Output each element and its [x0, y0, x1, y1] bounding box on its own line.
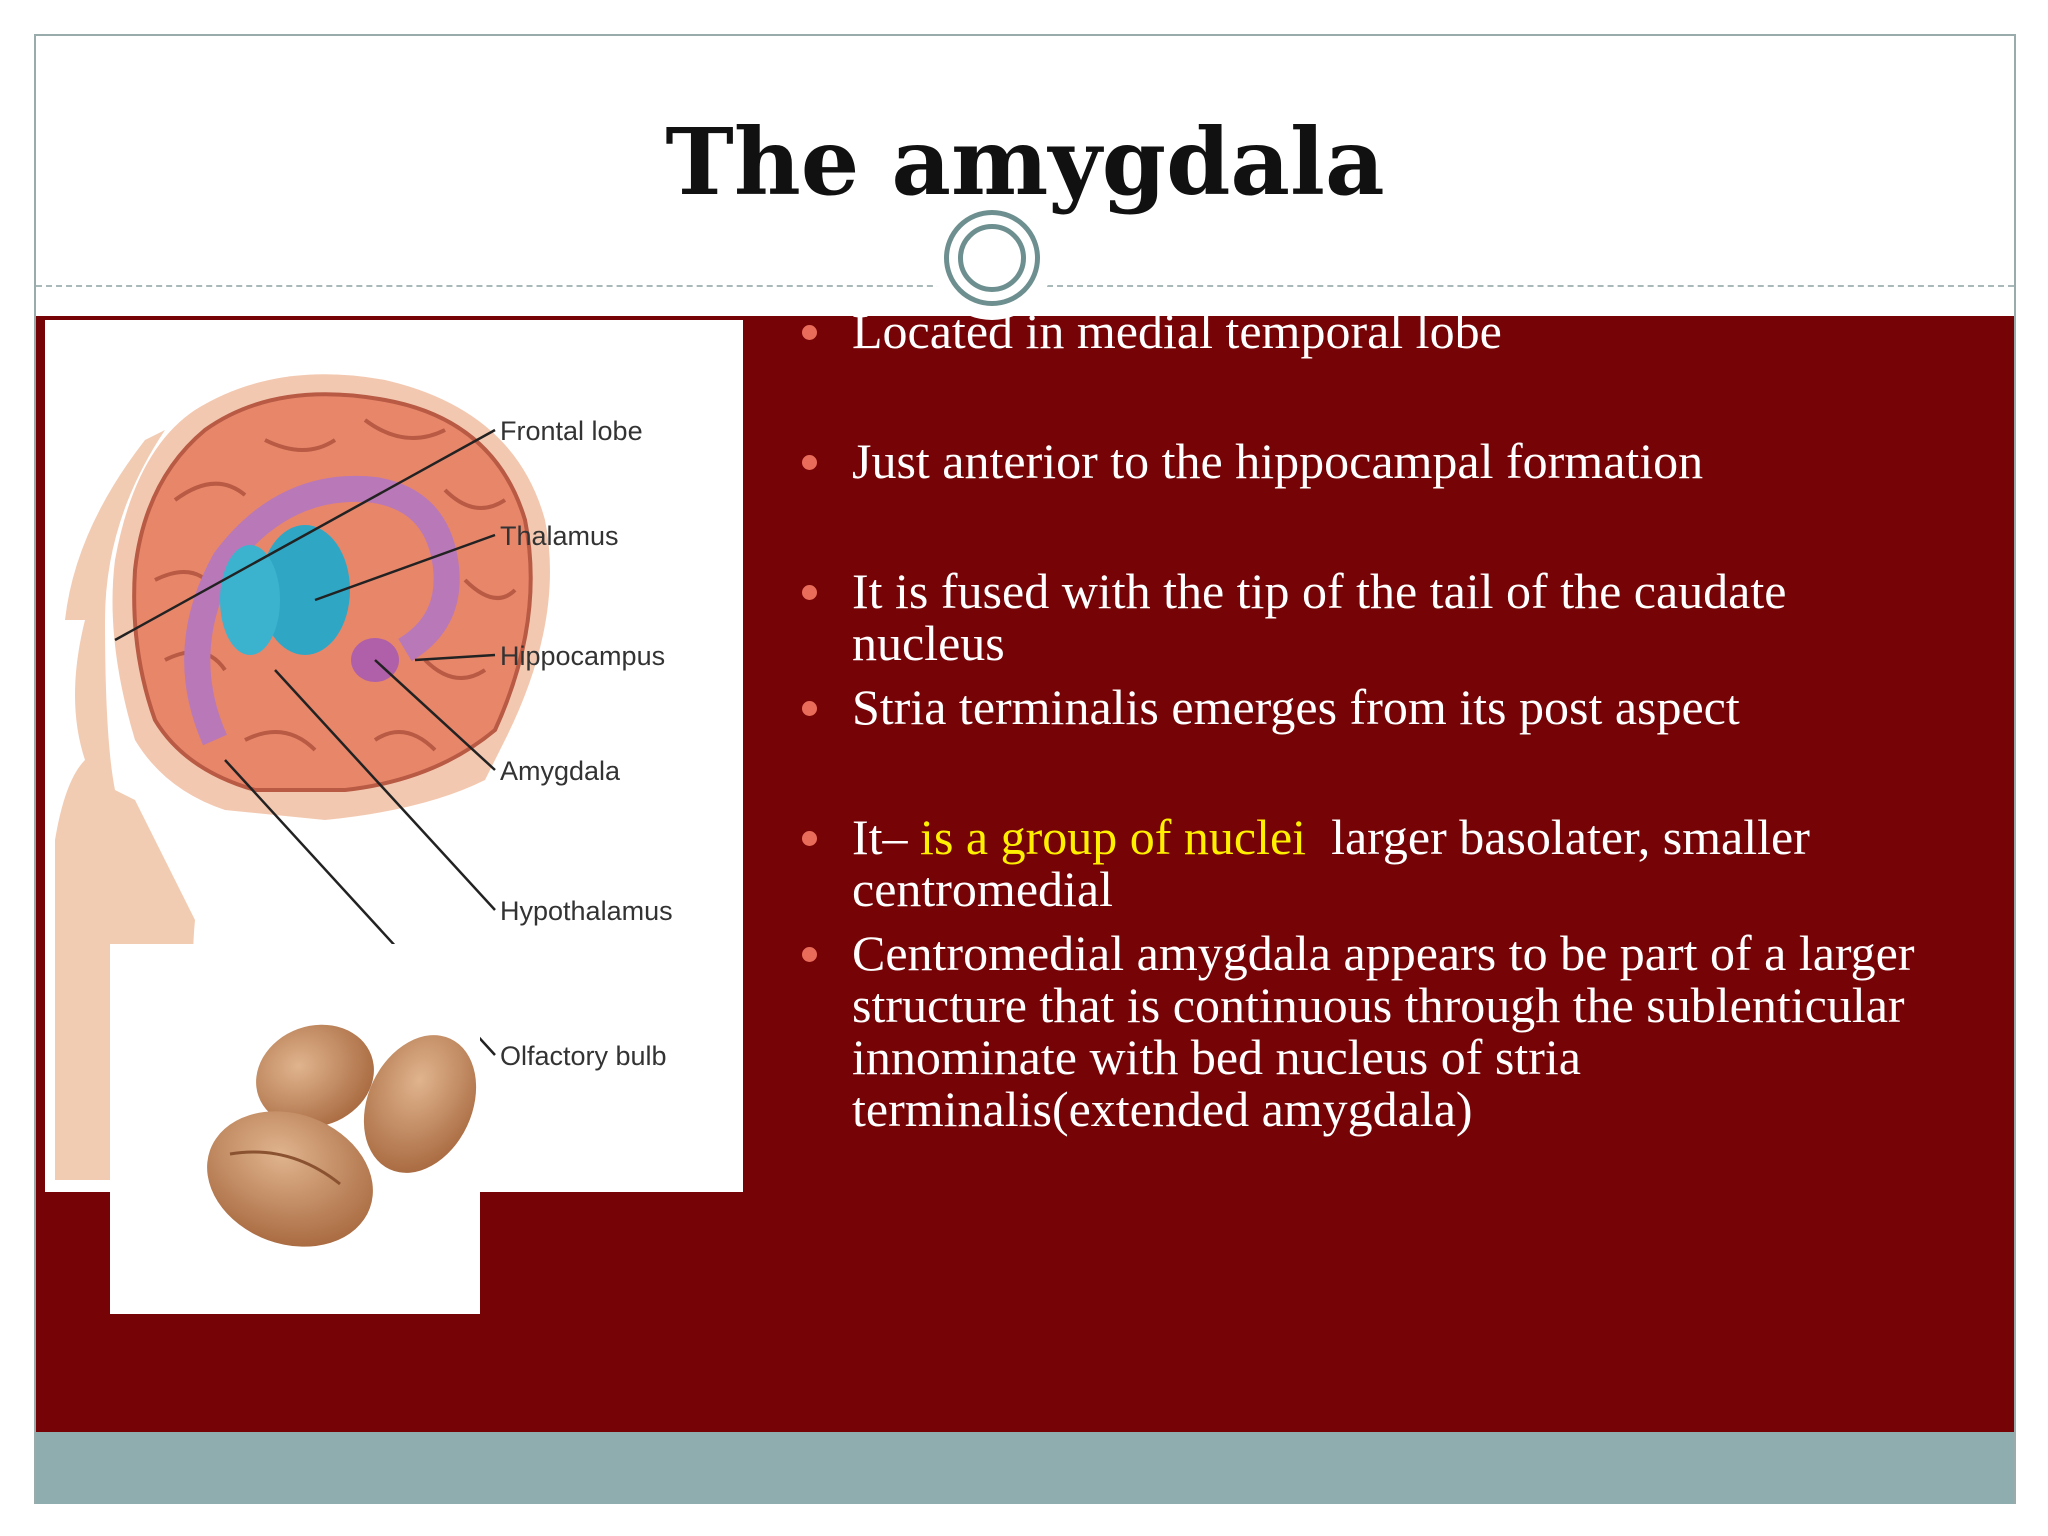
almond-seam — [229, 1150, 341, 1186]
bullet-suffix: larger basolater, smaller centromedial — [852, 809, 1823, 917]
bullet-text: Stria terminalis emerges from its post a… — [852, 679, 1740, 735]
thalamus-shape-2 — [220, 545, 280, 655]
hippocampus-shape — [184, 475, 460, 746]
leader-hypothalamus — [274, 669, 496, 911]
leader-thalamus — [314, 533, 496, 602]
leader-frontal — [114, 428, 496, 642]
bullet-text: It is fused with the tip of the tail of … — [852, 563, 1787, 671]
bullet-prefix: It– — [852, 809, 921, 865]
bullet-text: Located in medial temporal lobe — [852, 303, 1502, 359]
bullet-marker — [802, 947, 817, 962]
label-amygdala: Amygdala — [500, 756, 621, 786]
bullet-marker — [802, 325, 817, 340]
ring-ornament-inner — [958, 224, 1026, 292]
bullet-text: Just anterior to the hippocampal formati… — [852, 433, 1704, 489]
bullet-item: Just anterior to the hippocampal formati… — [766, 435, 1946, 487]
bullet-item: It is fused with the tip of the tail of … — [766, 565, 1946, 669]
almond-2 — [363, 1035, 477, 1173]
bullet-item: It– is a group of nuclei larger basolate… — [766, 811, 1946, 915]
leader-amygdala — [374, 659, 496, 771]
label-hypothalamus: Hypothalamus — [500, 896, 673, 926]
almond-photo — [110, 944, 480, 1314]
bullet-marker — [802, 701, 817, 716]
bullet-item: Located in medial temporal lobe — [766, 305, 1946, 357]
slide-title: The amygdala — [665, 108, 1385, 216]
label-frontal-lobe: Frontal lobe — [500, 416, 643, 446]
footer-band — [36, 1432, 2014, 1504]
bullet-marker — [802, 831, 817, 846]
bullet-item: Centromedial amygdala appears to be part… — [766, 927, 1946, 1135]
bullet-marker — [802, 455, 817, 470]
almonds-illustration — [207, 1024, 477, 1247]
highlighted-text: is a group of nuclei — [920, 809, 1307, 865]
almond-1 — [256, 1024, 374, 1128]
label-hippocampus: Hippocampus — [500, 641, 665, 671]
leader-hippocampus — [414, 653, 496, 662]
bullet-item: Stria terminalis emerges from its post a… — [766, 681, 1946, 733]
label-olfactory-bulb: Olfactory bulb — [500, 1041, 667, 1071]
thalamus-shape — [260, 525, 350, 655]
almond-3 — [207, 1111, 373, 1247]
bullet-marker — [802, 585, 817, 600]
ring-ornament-outer — [944, 210, 1040, 306]
bullet-text: Centromedial amygdala appears to be part… — [852, 925, 1915, 1137]
label-thalamus: Thalamus — [500, 521, 619, 551]
